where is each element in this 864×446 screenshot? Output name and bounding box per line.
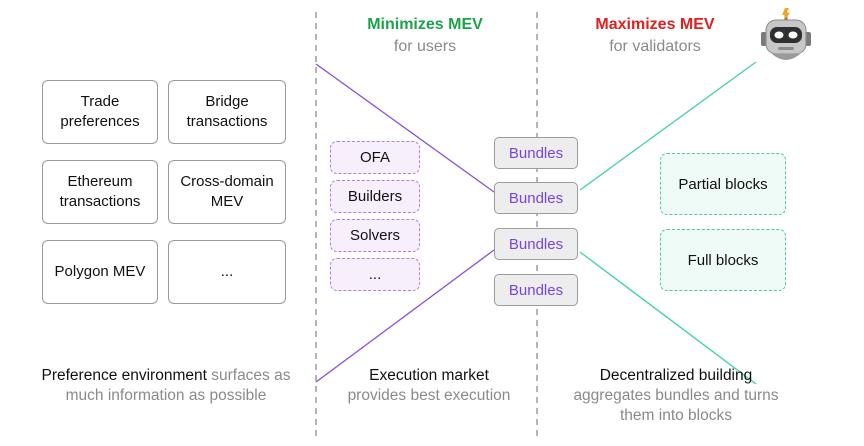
caption-market: Execution market provides best execution bbox=[326, 366, 532, 406]
bundle-label: Bundles bbox=[508, 281, 564, 299]
bundle-label: Bundles bbox=[508, 144, 564, 162]
pref-box-label: Trade preferences bbox=[60, 93, 140, 130]
pref-box-trade-preferences: Trade preferences bbox=[42, 80, 158, 144]
pref-box-cross-domain-mev: Cross-domain MEV bbox=[168, 160, 286, 224]
line-teal-top bbox=[579, 61, 757, 191]
caption-building-title: Decentralized building bbox=[599, 367, 753, 384]
pref-box-ethereum-transactions: Ethereum transactions bbox=[42, 160, 158, 224]
caption-market-title: Execution market bbox=[369, 367, 489, 384]
block-box-label: Full blocks bbox=[687, 251, 759, 269]
bundle-label: Bundles bbox=[508, 235, 564, 253]
header-minimizes-title: Minimizes MEV bbox=[367, 16, 483, 33]
block-box-partial: Partial blocks bbox=[660, 153, 786, 215]
bundle-box-4: Bundles bbox=[494, 274, 578, 306]
line-teal-bottom bbox=[579, 251, 757, 385]
market-box-label: ... bbox=[368, 266, 382, 283]
bundle-box-2: Bundles bbox=[494, 182, 578, 214]
pref-box-more: ... bbox=[168, 240, 286, 304]
pref-box-label: Bridge transactions bbox=[186, 93, 268, 130]
pref-box-label: Cross-domain MEV bbox=[180, 173, 274, 210]
header-minimizes-subtitle: for users bbox=[393, 38, 457, 55]
header-minimizes: Minimizes MEV for users bbox=[330, 14, 520, 58]
caption-preference: Preference environment surfaces as much … bbox=[24, 366, 308, 406]
header-maximizes-subtitle: for validators bbox=[609, 38, 701, 55]
header-maximizes: Maximizes MEV for validators bbox=[560, 14, 750, 58]
bundle-label: Bundles bbox=[508, 189, 564, 207]
header-maximizes-title: Maximizes MEV bbox=[595, 16, 715, 33]
market-box-more: ... bbox=[330, 258, 420, 291]
caption-building-sub: aggregates bundles and turns them into b… bbox=[573, 387, 779, 424]
market-box-solvers: Solvers bbox=[330, 219, 420, 252]
caption-preference-rest: surfaces as much information as possible bbox=[65, 367, 291, 404]
block-box-full: Full blocks bbox=[660, 229, 786, 291]
caption-preference-strong: Preference environment bbox=[41, 367, 207, 384]
market-box-label: Solvers bbox=[349, 227, 401, 244]
line-purple-top bbox=[315, 63, 495, 193]
market-box-builders: Builders bbox=[330, 180, 420, 213]
pref-box-polygon-mev: Polygon MEV bbox=[42, 240, 158, 304]
caption-market-sub: provides best execution bbox=[347, 387, 511, 404]
line-purple-bottom bbox=[315, 249, 495, 383]
caption-building: Decentralized building aggregates bundle… bbox=[556, 366, 796, 426]
bundle-box-3: Bundles bbox=[494, 228, 578, 260]
pref-box-label: Polygon MEV bbox=[54, 263, 146, 280]
market-box-label: OFA bbox=[359, 149, 390, 166]
pref-box-label: ... bbox=[220, 263, 234, 280]
bundle-box-1: Bundles bbox=[494, 137, 578, 169]
market-box-label: Builders bbox=[347, 188, 403, 205]
block-box-label: Partial blocks bbox=[678, 175, 768, 193]
robot-icon bbox=[761, 8, 811, 60]
pref-box-label: Ethereum transactions bbox=[59, 173, 141, 210]
market-box-ofa: OFA bbox=[330, 141, 420, 174]
pref-box-bridge-transactions: Bridge transactions bbox=[168, 80, 286, 144]
